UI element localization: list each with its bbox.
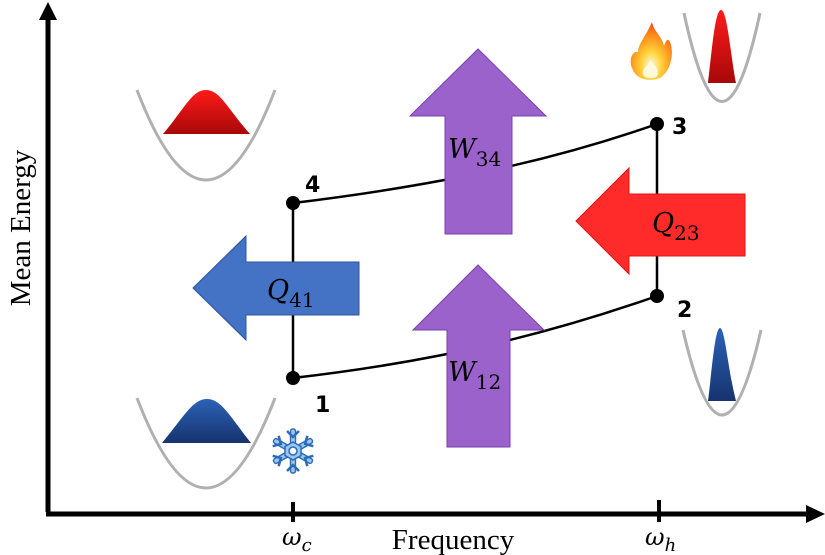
well-hot-low [681,328,763,417]
distribution-red-wide [163,90,250,134]
distribution-red-narrow [708,10,736,83]
state-label-2: 2 [677,298,692,323]
arrow-label-W12: W12 [448,357,501,394]
arrow-label-Q41: Q41 [267,275,315,312]
x-axis [46,500,825,523]
state-label-3: 3 [672,115,687,140]
state-point-4 [286,196,300,210]
state-label-4: 4 [305,173,320,198]
arrow-Q41: Q41 [192,234,360,342]
well-cold-high [135,89,277,182]
fire-icon [630,22,672,80]
well-hot-high [682,10,762,103]
arrow-W12: W12 [411,264,546,448]
state-label-1: 1 [315,393,330,418]
state-point-3 [650,117,664,131]
arrow-W34: W34 [408,48,548,235]
state-point-2 [650,289,664,303]
well-cold-low [135,397,277,490]
arrow-label-W34: W34 [448,134,501,171]
snowflake-icon [272,428,314,474]
tick-label-omega-c: ωc [282,523,312,555]
distribution-blue-narrow [708,328,736,401]
x-axis-label: Frequency [392,524,515,555]
arrow-label-Q23: Q23 [652,208,700,245]
y-axis [39,2,57,512]
y-axis-label: Mean Energy [5,149,37,306]
y-axis-arrowhead [39,2,57,20]
tick-label-omega-h: ωh [645,523,676,555]
x-axis-arrowhead [806,505,825,523]
state-point-1 [286,371,300,385]
distribution-blue-wide [162,399,251,443]
arrow-Q23: Q23 [575,166,746,276]
